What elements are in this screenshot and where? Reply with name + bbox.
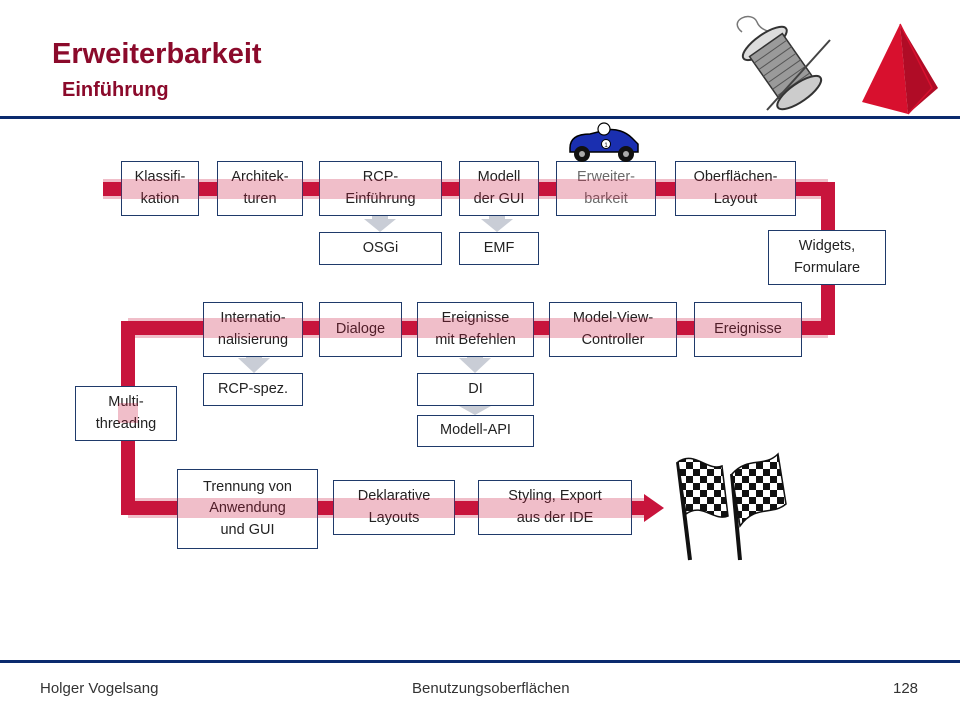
topic-rcp-specific: RCP-spez.	[203, 373, 303, 406]
topic-extensibility-current: Erweiter- barkeit	[556, 161, 656, 216]
topic-osgi: OSGi	[319, 232, 442, 265]
topic-mvc: Model-View- Controller	[549, 302, 677, 357]
topic-events: Ereignisse	[694, 302, 802, 357]
topic-styling-export: Styling, Export aus der IDE	[478, 480, 632, 535]
topic-classification: Klassifi- kation	[121, 161, 199, 216]
topic-di: DI	[417, 373, 534, 406]
tent-logo-icon	[862, 23, 938, 115]
topic-rcp-introduction: RCP- Einführung	[319, 161, 442, 216]
topic-internationalization: Internatio- nalisierung	[203, 302, 303, 357]
footer-author: Holger Vogelsang	[40, 680, 159, 697]
topic-events-commands: Ereignisse mit Befehlen	[417, 302, 534, 357]
topic-multithreading: Multi- threading	[75, 386, 177, 441]
topic-dialogs: Dialoge	[319, 302, 402, 357]
topic-widgets-forms: Widgets, Formulare	[768, 230, 886, 285]
track-arrowhead	[644, 494, 664, 522]
topic-gui-model: Modell der GUI	[459, 161, 539, 216]
header-rule	[0, 116, 960, 119]
svg-text:1: 1	[604, 143, 608, 149]
topic-emf: EMF	[459, 232, 539, 265]
race-car-icon: 1	[569, 122, 639, 162]
topic-architectures: Architek- turen	[217, 161, 303, 216]
footer-page-number: 128	[893, 680, 919, 697]
page-title: Erweiterbarkeit	[52, 38, 262, 70]
topic-surface-layout: Oberflächen- Layout	[675, 161, 796, 216]
topic-separation-app-gui: Trennung von Anwendung und GUI	[177, 469, 318, 549]
topic-model-api: Modell-API	[417, 415, 534, 447]
topic-declarative-layouts: Deklarative Layouts	[333, 480, 455, 535]
checkered-flag-icon	[676, 452, 787, 561]
footer-rule	[0, 660, 960, 663]
page-subtitle: Einführung	[62, 79, 169, 101]
footer-course: Benutzungsoberflächen	[412, 680, 570, 697]
thread-spool-icon	[736, 15, 831, 111]
